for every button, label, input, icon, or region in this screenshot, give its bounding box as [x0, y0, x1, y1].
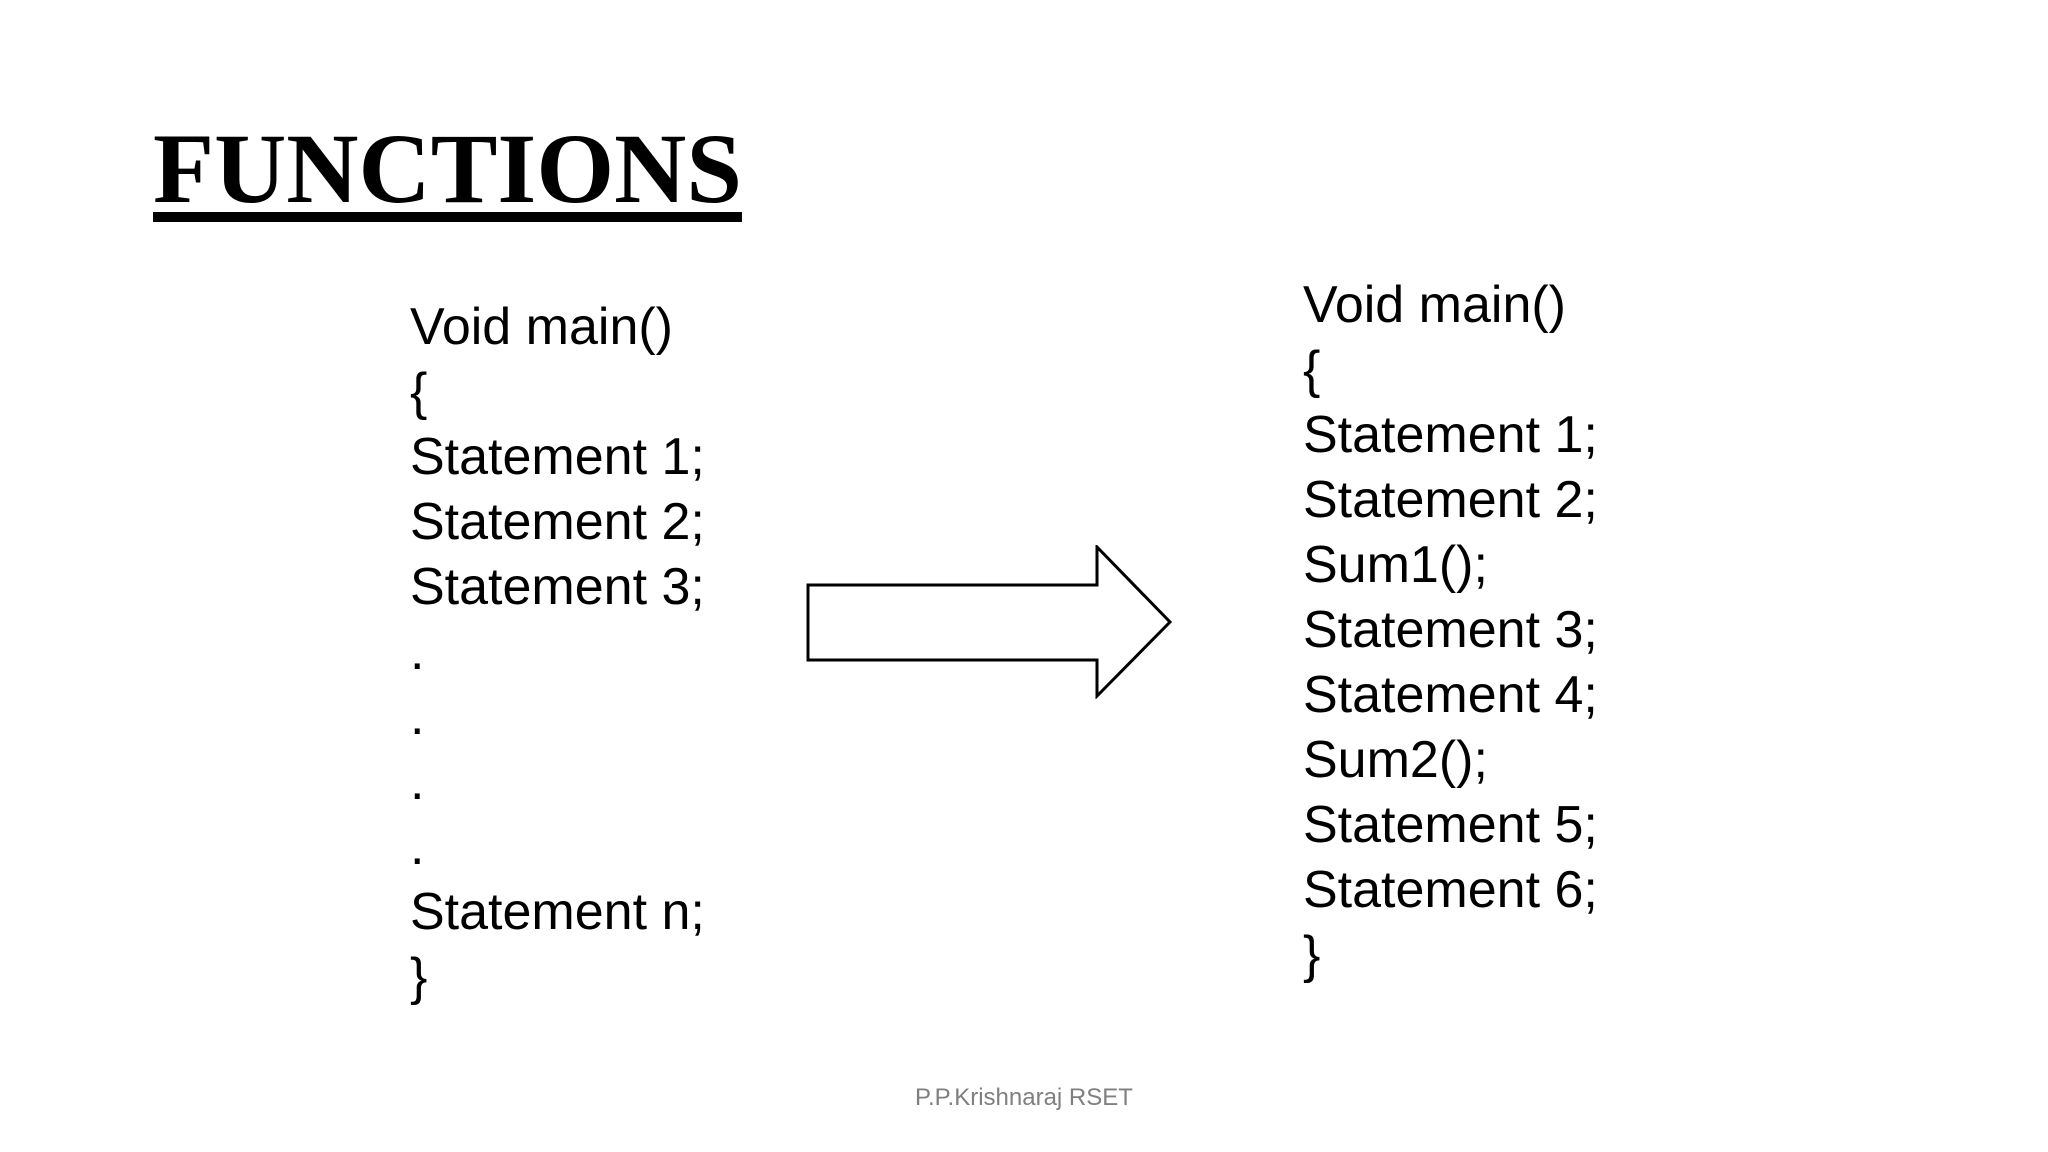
- code-block-after: Void main() { Statement 1; Statement 2; …: [1303, 276, 1598, 984]
- footer-credit: P.P.Krishnaraj RSET: [915, 1084, 1133, 1111]
- slide-title: FUNCTIONS: [153, 113, 742, 224]
- code-block-before: Void main() { Statement 1; Statement 2; …: [410, 298, 705, 1006]
- right-arrow-icon: [806, 545, 1173, 699]
